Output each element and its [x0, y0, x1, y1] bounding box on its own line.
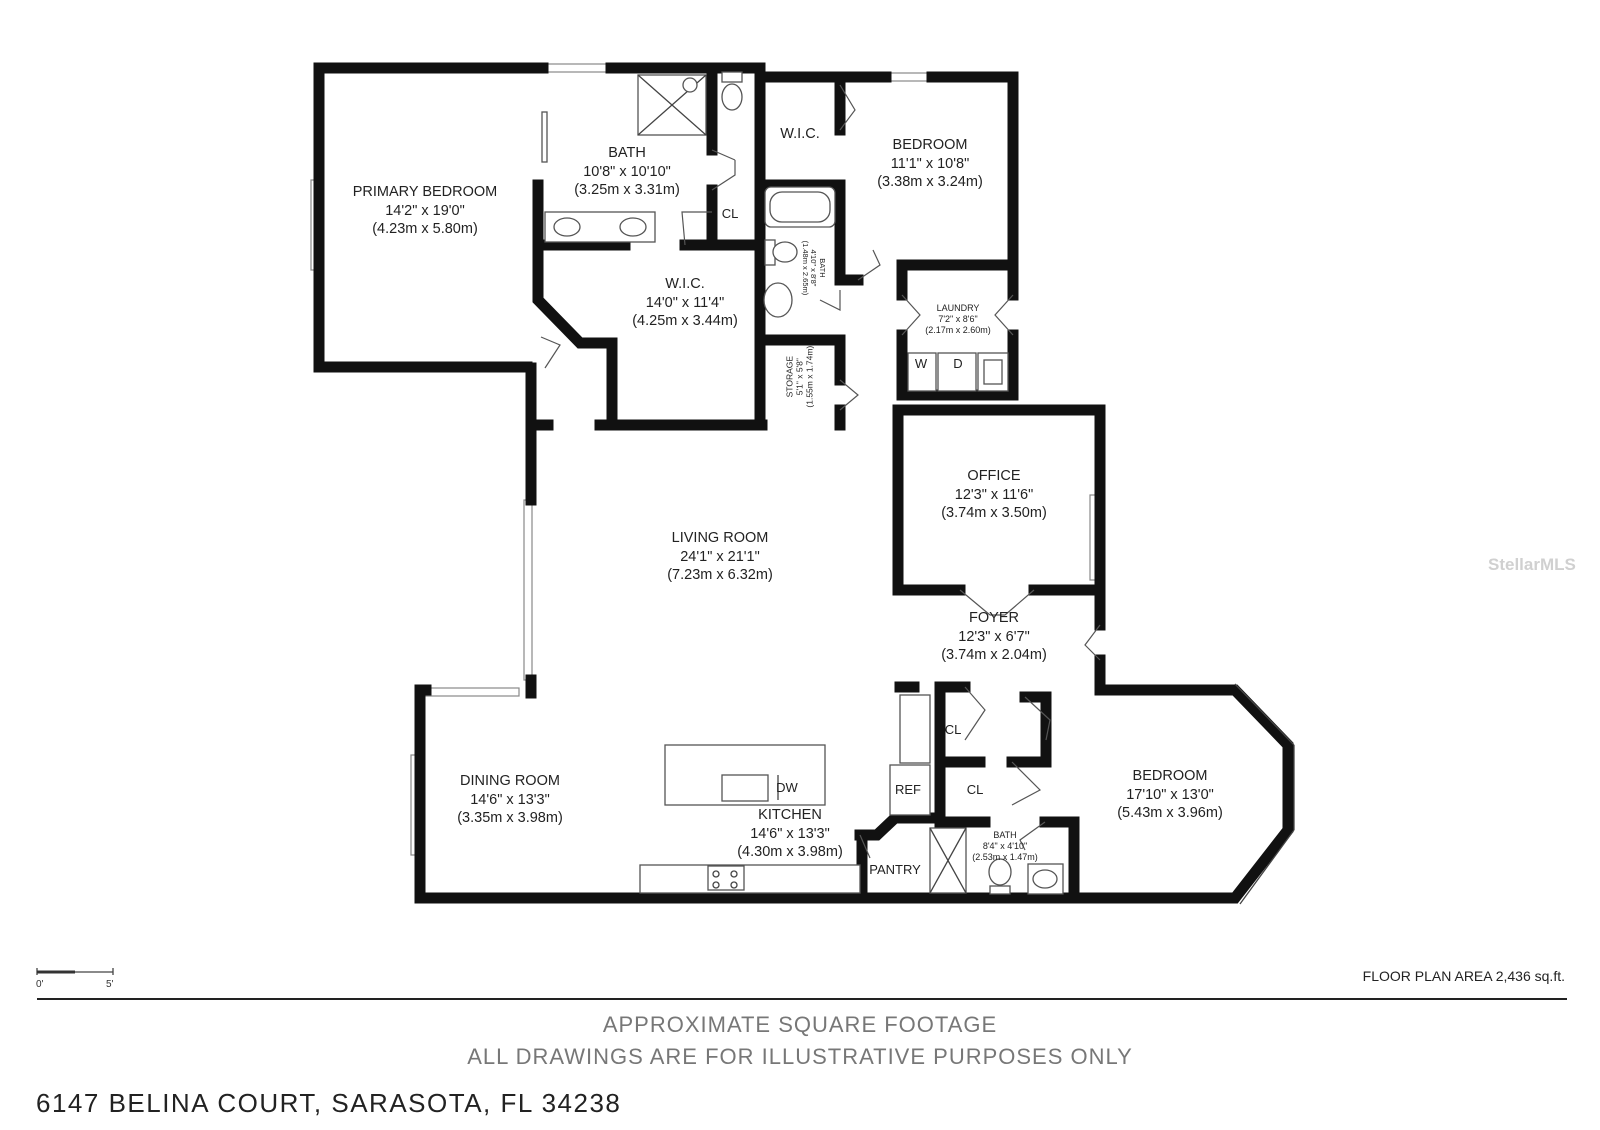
storage-label: STORAGE 5'1" x 5'8" (1.55m x 1.74m): [784, 345, 814, 408]
room-dim-imperial: 17'10" x 13'0": [1126, 786, 1214, 803]
room-name: BEDROOM: [892, 137, 968, 153]
fixtures: [541, 71, 1064, 895]
room-name: BATH: [608, 145, 646, 161]
room-dim-imperial: 4'10" x 8'8": [809, 249, 819, 287]
property-address: 6147 BELINA COURT, SARASOTA, FL 34238: [36, 1088, 622, 1118]
room-name: BATH: [993, 830, 1017, 840]
bath-closet-label: CL: [721, 206, 739, 221]
room-dim-metric: (1.55m x 1.74m): [803, 345, 814, 408]
room-name: OFFICE: [967, 468, 1021, 484]
room-dim-metric: (2.53m x 1.47m): [972, 851, 1038, 862]
room-name: PRIMARY BEDROOM: [352, 184, 498, 200]
bedroom-wic-label: W.I.C.: [780, 125, 819, 144]
room-dim-metric: (3.25m x 3.31m): [574, 182, 680, 199]
footer-divider: [37, 998, 1567, 1000]
bath-3-label: BATH 8'4" x 4'10" (2.53m x 1.47m): [972, 830, 1038, 862]
room-dim-imperial: 11'1" x 10'8": [890, 155, 970, 172]
floor-plan-area: FLOOR PLAN AREA 2,436 sq.ft.: [1362, 968, 1565, 984]
living-room-label: LIVING ROOM 24'1" x 21'1" (7.23m x 6.32m…: [667, 529, 773, 585]
room-name: FOYER: [969, 610, 1019, 626]
room-dim-metric: (4.23m x 5.80m): [372, 221, 478, 238]
stellarmls-watermark: StellarMLS: [1488, 555, 1576, 574]
doors: [540, 84, 1101, 859]
bedroom-3-label: BEDROOM 17'10" x 13'0" (5.43m x 3.96m): [1117, 767, 1223, 823]
scale-start-label: 0': [36, 979, 44, 990]
washer-label: W: [914, 356, 928, 371]
bedroom-3-closet-label: CL: [966, 782, 984, 797]
room-dim-metric: (3.38m x 3.24m): [877, 174, 983, 191]
room-dim-imperial: 14'6" x 13'3": [750, 825, 830, 842]
room-name: LAUNDRY: [936, 303, 980, 313]
room-name: KITCHEN: [758, 807, 822, 823]
bedroom-2-label: BEDROOM 11'1" x 10'8" (3.38m x 3.24m): [877, 136, 983, 192]
room-dim-imperial: 7'2" x 8'6": [938, 313, 978, 324]
primary-bath-label: BATH 10'8" x 10'10" (3.25m x 3.31m): [574, 144, 680, 200]
room-name: BEDROOM: [1132, 768, 1208, 784]
laundry-label: LAUNDRY 7'2" x 8'6" (2.17m x 2.60m): [925, 303, 991, 335]
dining-room-label: DINING ROOM 14'6" x 13'3" (3.35m x 3.98m…: [457, 772, 563, 828]
disclaimer-line-1: APPROXIMATE SQUARE FOOTAGE: [602, 1012, 998, 1037]
room-name: W.I.C.: [780, 126, 820, 142]
pantry-label: PANTRY: [869, 862, 921, 877]
foyer-label: FOYER 12'3" x 6'7" (3.74m x 2.04m): [941, 609, 1047, 665]
foyer-closet-label: CL: [944, 722, 962, 737]
room-dim-metric: (2.17m x 2.60m): [925, 324, 991, 335]
room-name: W.I.C.: [665, 276, 705, 292]
room-dim-imperial: 24'1" x 21'1": [680, 548, 760, 565]
room-dim-imperial: 14'2" x 19'0": [385, 202, 465, 219]
room-dim-metric: (5.43m x 3.96m): [1117, 805, 1223, 822]
room-dim-metric: (4.30m x 3.98m): [737, 844, 843, 861]
walls: [313, 62, 1294, 904]
dishwasher-label: DW: [776, 780, 798, 795]
room-dim-imperial: 10'8" x 10'10": [583, 163, 671, 180]
scale-end-label: 5': [106, 979, 114, 990]
bath-2-label: BATH 4'10" x 8'8" (1.48m x 2.65m): [800, 240, 827, 296]
office-label: OFFICE 12'3" x 11'6" (3.74m x 3.50m): [941, 467, 1047, 523]
room-name: DINING ROOM: [460, 773, 560, 789]
primary-bedroom-label: PRIMARY BEDROOM 14'2" x 19'0" (4.23m x 5…: [353, 183, 498, 239]
room-dim-metric: (1.48m x 2.65m): [800, 240, 810, 296]
room-dim-imperial: 14'0" x 11'4": [645, 294, 725, 311]
room-dim-imperial: 12'3" x 11'6": [954, 486, 1034, 503]
primary-wic-label: W.I.C. 14'0" x 11'4" (4.25m x 3.44m): [632, 275, 738, 331]
room-dim-metric: (4.25m x 3.44m): [632, 313, 738, 330]
scale-bar: [36, 968, 114, 975]
refrigerator-label: REF: [895, 782, 921, 797]
bay-windows: [1234, 683, 1295, 905]
room-dim-imperial: 12'3" x 6'7": [958, 628, 1030, 645]
room-dim-imperial: 8'4" x 4'10": [982, 840, 1028, 851]
disclaimer-line-2: ALL DRAWINGS ARE FOR ILLUSTRATIVE PURPOS…: [467, 1044, 1133, 1069]
room-dim-metric: (3.74m x 2.04m): [941, 647, 1047, 664]
kitchen-label: KITCHEN 14'6" x 13'3" (4.30m x 3.98m): [737, 806, 843, 862]
room-dim-imperial: 14'6" x 13'3": [470, 791, 550, 808]
dryer-label: D: [953, 356, 963, 371]
room-dim-metric: (7.23m x 6.32m): [667, 567, 773, 584]
room-dim-metric: (3.35m x 3.98m): [457, 810, 563, 827]
room-dim-metric: (3.74m x 3.50m): [941, 505, 1047, 522]
room-name: BATH: [817, 258, 827, 278]
room-name: LIVING ROOM: [671, 530, 769, 546]
